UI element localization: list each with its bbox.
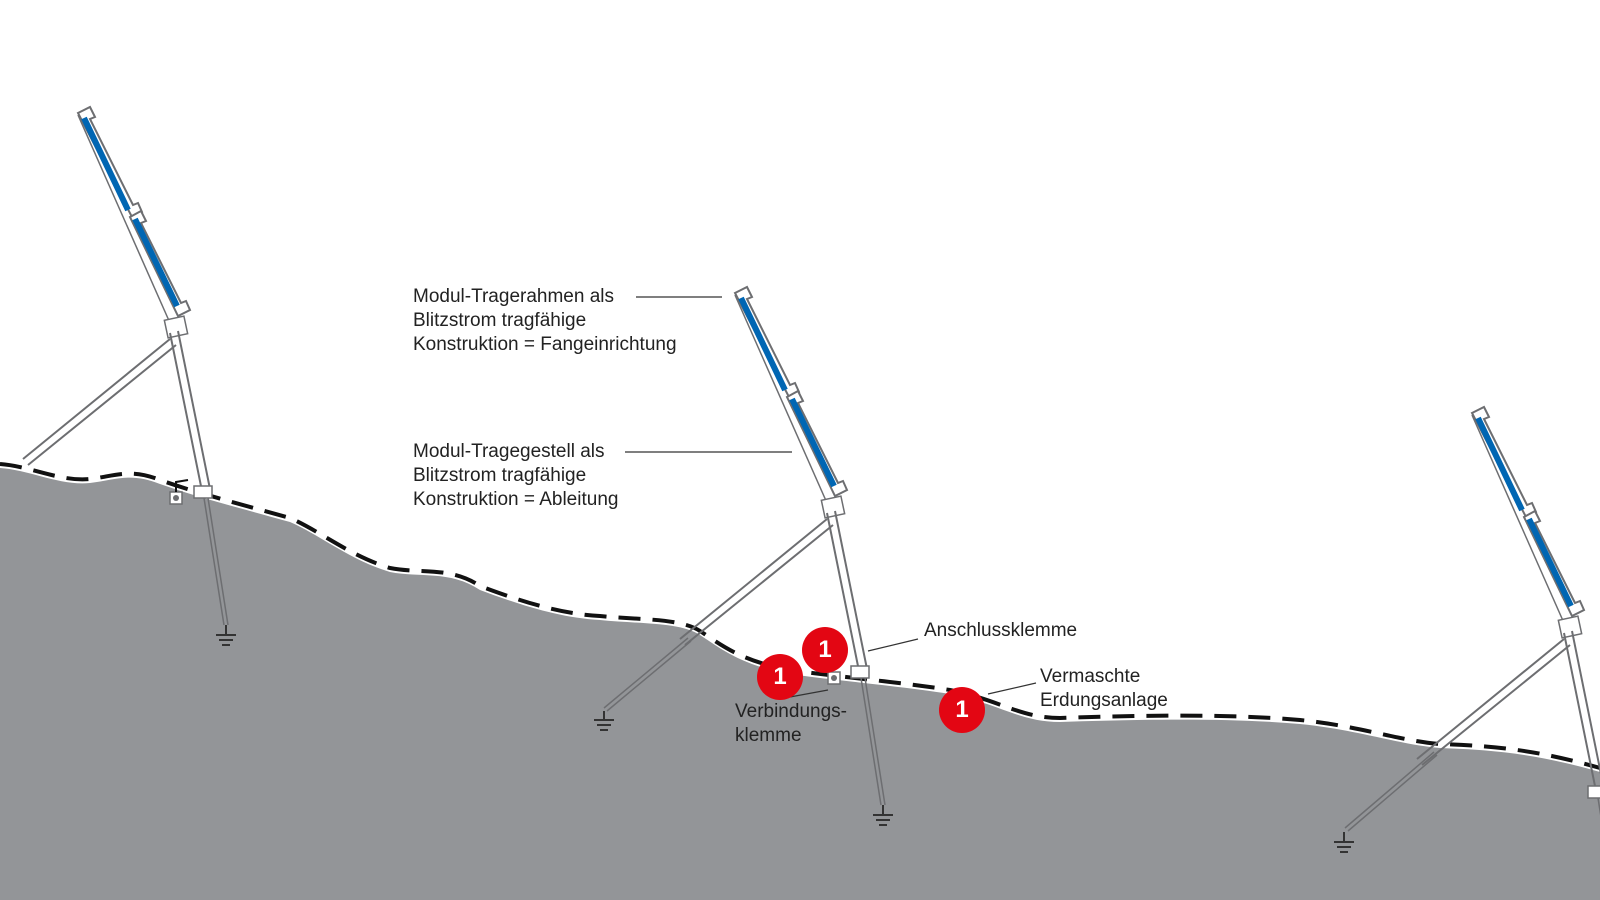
marker-badge: 1: [757, 654, 803, 700]
label-line: Erdungsanlage: [1040, 690, 1168, 711]
leader-lines: [625, 296, 1037, 698]
earthing-conductor-dashed: [0, 462, 1600, 770]
label-connection-clamp: Verbindungs- klemme: [735, 700, 847, 748]
label-line: Blitzstrom tragfähige: [413, 310, 587, 331]
label-terminal-clamp: Anschlussklemme: [924, 620, 1078, 641]
label-module-frame: Modul-Tragerahmen als Blitzstrom tragfäh…: [413, 285, 677, 357]
label-line: Vermaschte: [1040, 666, 1141, 687]
connection-clamp: [169, 479, 841, 685]
label-line: Blitzstrom tragfähige: [413, 465, 587, 486]
label-line: Modul-Tragegestell als: [413, 441, 605, 462]
label-line: Konstruktion = Ableitung: [413, 489, 619, 510]
label-line: klemme: [735, 725, 802, 746]
earth-symbol: [594, 711, 1354, 853]
marker-badge: 1: [939, 687, 985, 733]
marker-badge: 1: [802, 627, 848, 673]
label-meshed-earthing: Vermaschte Erdungsanlage: [1040, 665, 1168, 713]
label-line: Verbindungs-: [735, 701, 847, 722]
label-line: Modul-Tragerahmen als: [413, 286, 614, 307]
label-line: Konstruktion = Fangeinrichtung: [413, 334, 677, 355]
strut-rod-center: [603, 637, 1438, 832]
label-module-rack: Modul-Tragegestell als Blitzstrom tragfä…: [413, 440, 618, 512]
